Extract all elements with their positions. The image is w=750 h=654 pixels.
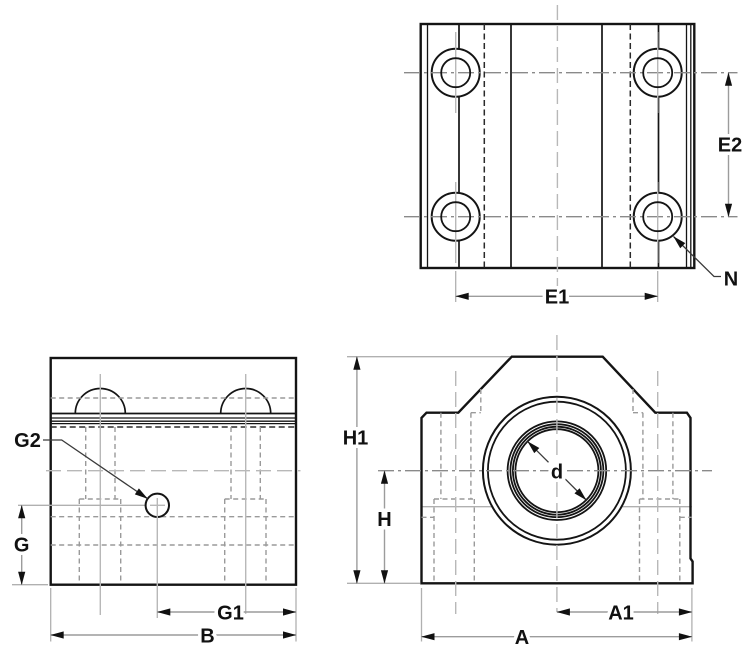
- front-view-hole-centerlines: [455, 371, 659, 614]
- top-view-rail-lines: [458, 24, 660, 268]
- dim-g1: G1: [157, 588, 297, 642]
- dim-a: A: [420, 588, 693, 653]
- dim-e1: E1: [455, 271, 659, 312]
- dim-label-h1: H1: [343, 428, 369, 450]
- dim-g: G: [10, 504, 48, 586]
- side-view-hole-centerlines: [99, 374, 247, 615]
- front-view: d H1 H A1 A: [339, 335, 712, 653]
- dim-label-h: H: [377, 509, 391, 531]
- dim-h: H: [374, 470, 395, 584]
- callout-g2: G2: [11, 427, 148, 500]
- dim-d: d: [527, 440, 587, 501]
- top-view: E2 E1 N: [404, 5, 746, 312]
- top-view-horizontal-centerlines: [404, 72, 738, 218]
- dim-h1: H1: [339, 356, 510, 584]
- front-view-body-outline: [420, 355, 694, 585]
- dim-label-g: G: [14, 535, 30, 557]
- dim-e2: E2: [714, 72, 746, 217]
- dim-b: B: [50, 588, 297, 651]
- top-view-edge-lines: [426, 24, 692, 268]
- dim-label-g2: G2: [14, 430, 41, 452]
- callout-n: N: [673, 236, 742, 294]
- side-view-split-lines: [50, 412, 296, 425]
- side-view: G2 G G1 B: [10, 356, 301, 651]
- dim-label-a: A: [515, 627, 529, 649]
- dim-label-b: B: [200, 626, 214, 648]
- dim-label-d: d: [551, 462, 563, 484]
- dim-label-e1: E1: [545, 287, 569, 309]
- top-view-hole-centerlines: [455, 32, 659, 263]
- top-view-hidden-lines: [483, 24, 632, 268]
- side-view-hidden-bolt-holes: [50, 397, 296, 584]
- dim-label-e2: E2: [718, 135, 742, 157]
- dim-label-a1: A1: [608, 603, 634, 625]
- dim-label-n: N: [724, 269, 738, 291]
- dim-label-g1: G1: [217, 603, 244, 625]
- front-view-hidden-bolt-holes: [421, 389, 692, 584]
- dim-a1: A1: [556, 588, 693, 642]
- bolt-hole-inner-rings: [440, 57, 674, 233]
- side-view-bolt-head-humps: [74, 387, 272, 414]
